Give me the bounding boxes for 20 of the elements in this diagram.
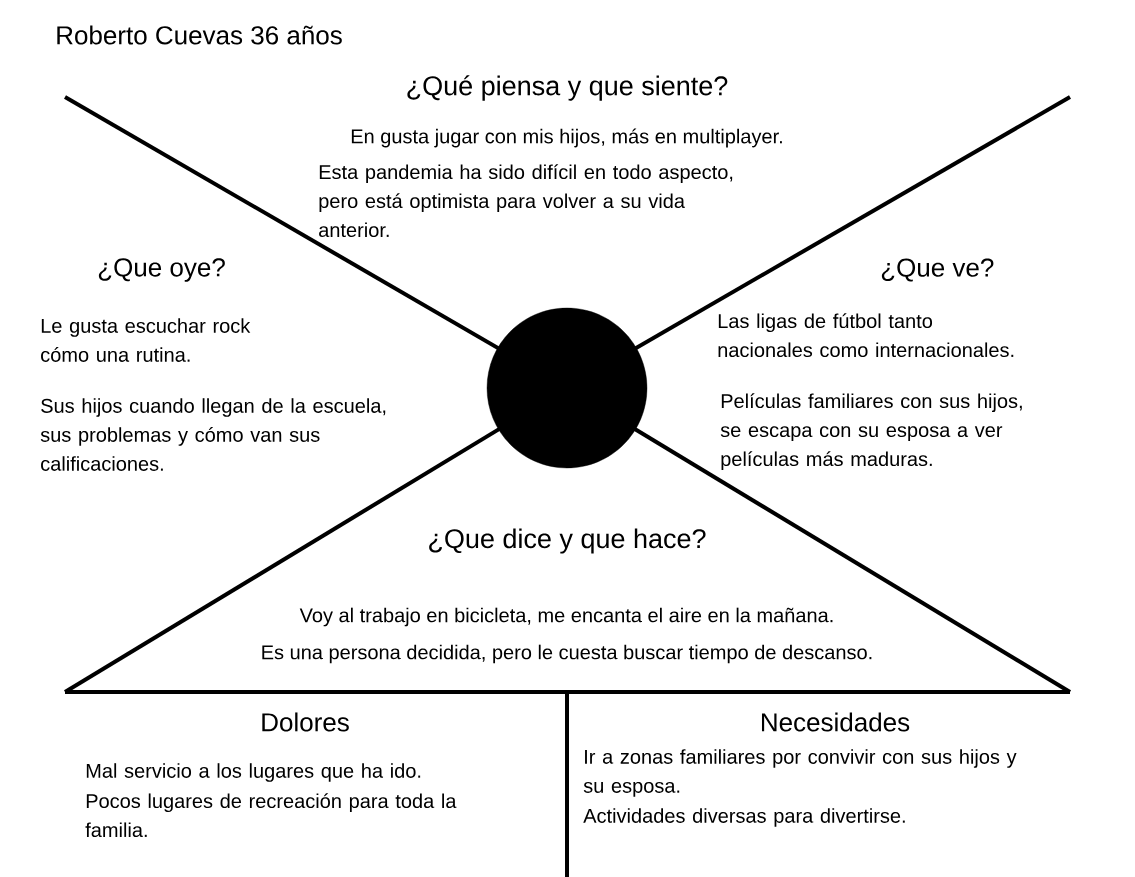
body-text: Pocos lugares de recreación para toda la familia. <box>85 793 457 838</box>
quadrant-heading: ¿Que oye? <box>98 258 225 282</box>
body-text: Películas familiares con sus hijos, se escapa con su esposa a ver películas más maduras. <box>720 393 1022 471</box>
title: Roberto Cuevas 36 años <box>57 25 342 45</box>
quadrant-heading: ¿Que dice y que hace? <box>429 528 706 554</box>
body-text: Sus hijos cuando llegan de la escuela, sus problemas y cómo van sus calificaciones. <box>40 398 386 471</box>
body-text: En gusta jugar con mis hijos, más en multiplayer. <box>351 128 782 148</box>
body-text: Las ligas de fútbol tanto nacionales como internacionales. <box>718 313 1014 358</box>
body-text: Ir a zonas familiares por convivir con sus hijos y su esposa. <box>583 749 1017 797</box>
quadrant-heading: ¿Qué piensa y que siente? <box>407 75 728 101</box>
body-text: Esta pandemia ha sido difícil en todo aspecto, pero está optimista para volver a su vida anterior. <box>319 164 733 238</box>
body-text: Mal servicio a los lugares que ha ido. <box>86 763 421 782</box>
body-text: Actividades diversas para divertirse. <box>583 808 905 827</box>
quadrant-heading: ¿Que ve? <box>881 258 994 282</box>
body-text: Voy al trabajo en bicicleta, me encanta el aire en la mañana. <box>299 607 833 627</box>
body-text: Es una persona decidida, pero le cuesta buscar tiempo de descanso. <box>262 644 872 664</box>
section-heading: Dolores <box>262 712 349 732</box>
section-heading: Necesidades <box>762 712 910 732</box>
body-text: Le gusta escuchar rock cómo una rutina. <box>41 318 251 362</box>
head-circle <box>486 307 648 469</box>
